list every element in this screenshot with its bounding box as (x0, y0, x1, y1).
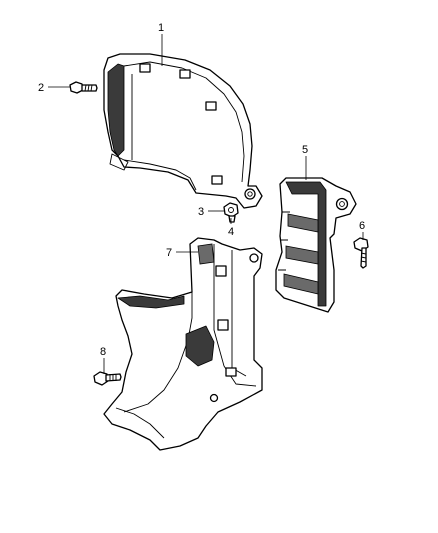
upper-timing-cover (103, 53, 263, 209)
callout-3: 3 (198, 206, 204, 218)
leader-lines (48, 34, 364, 374)
bolt-6 (353, 237, 369, 269)
callout-7: 7 (166, 247, 172, 259)
side-cover-bracket (275, 177, 357, 313)
callout-labels: 1 2 3 4 5 6 7 8 (38, 22, 365, 358)
nut-3 (223, 202, 239, 223)
callout-4: 4 (228, 226, 234, 238)
callout-1: 1 (158, 22, 164, 34)
callout-5: 5 (302, 144, 308, 156)
callout-2: 2 (38, 82, 44, 94)
callout-6: 6 (359, 220, 365, 232)
bolt-2 (69, 81, 98, 94)
lower-timing-cover (103, 237, 263, 451)
bolt-8 (93, 371, 122, 386)
callout-8: 8 (100, 346, 106, 358)
